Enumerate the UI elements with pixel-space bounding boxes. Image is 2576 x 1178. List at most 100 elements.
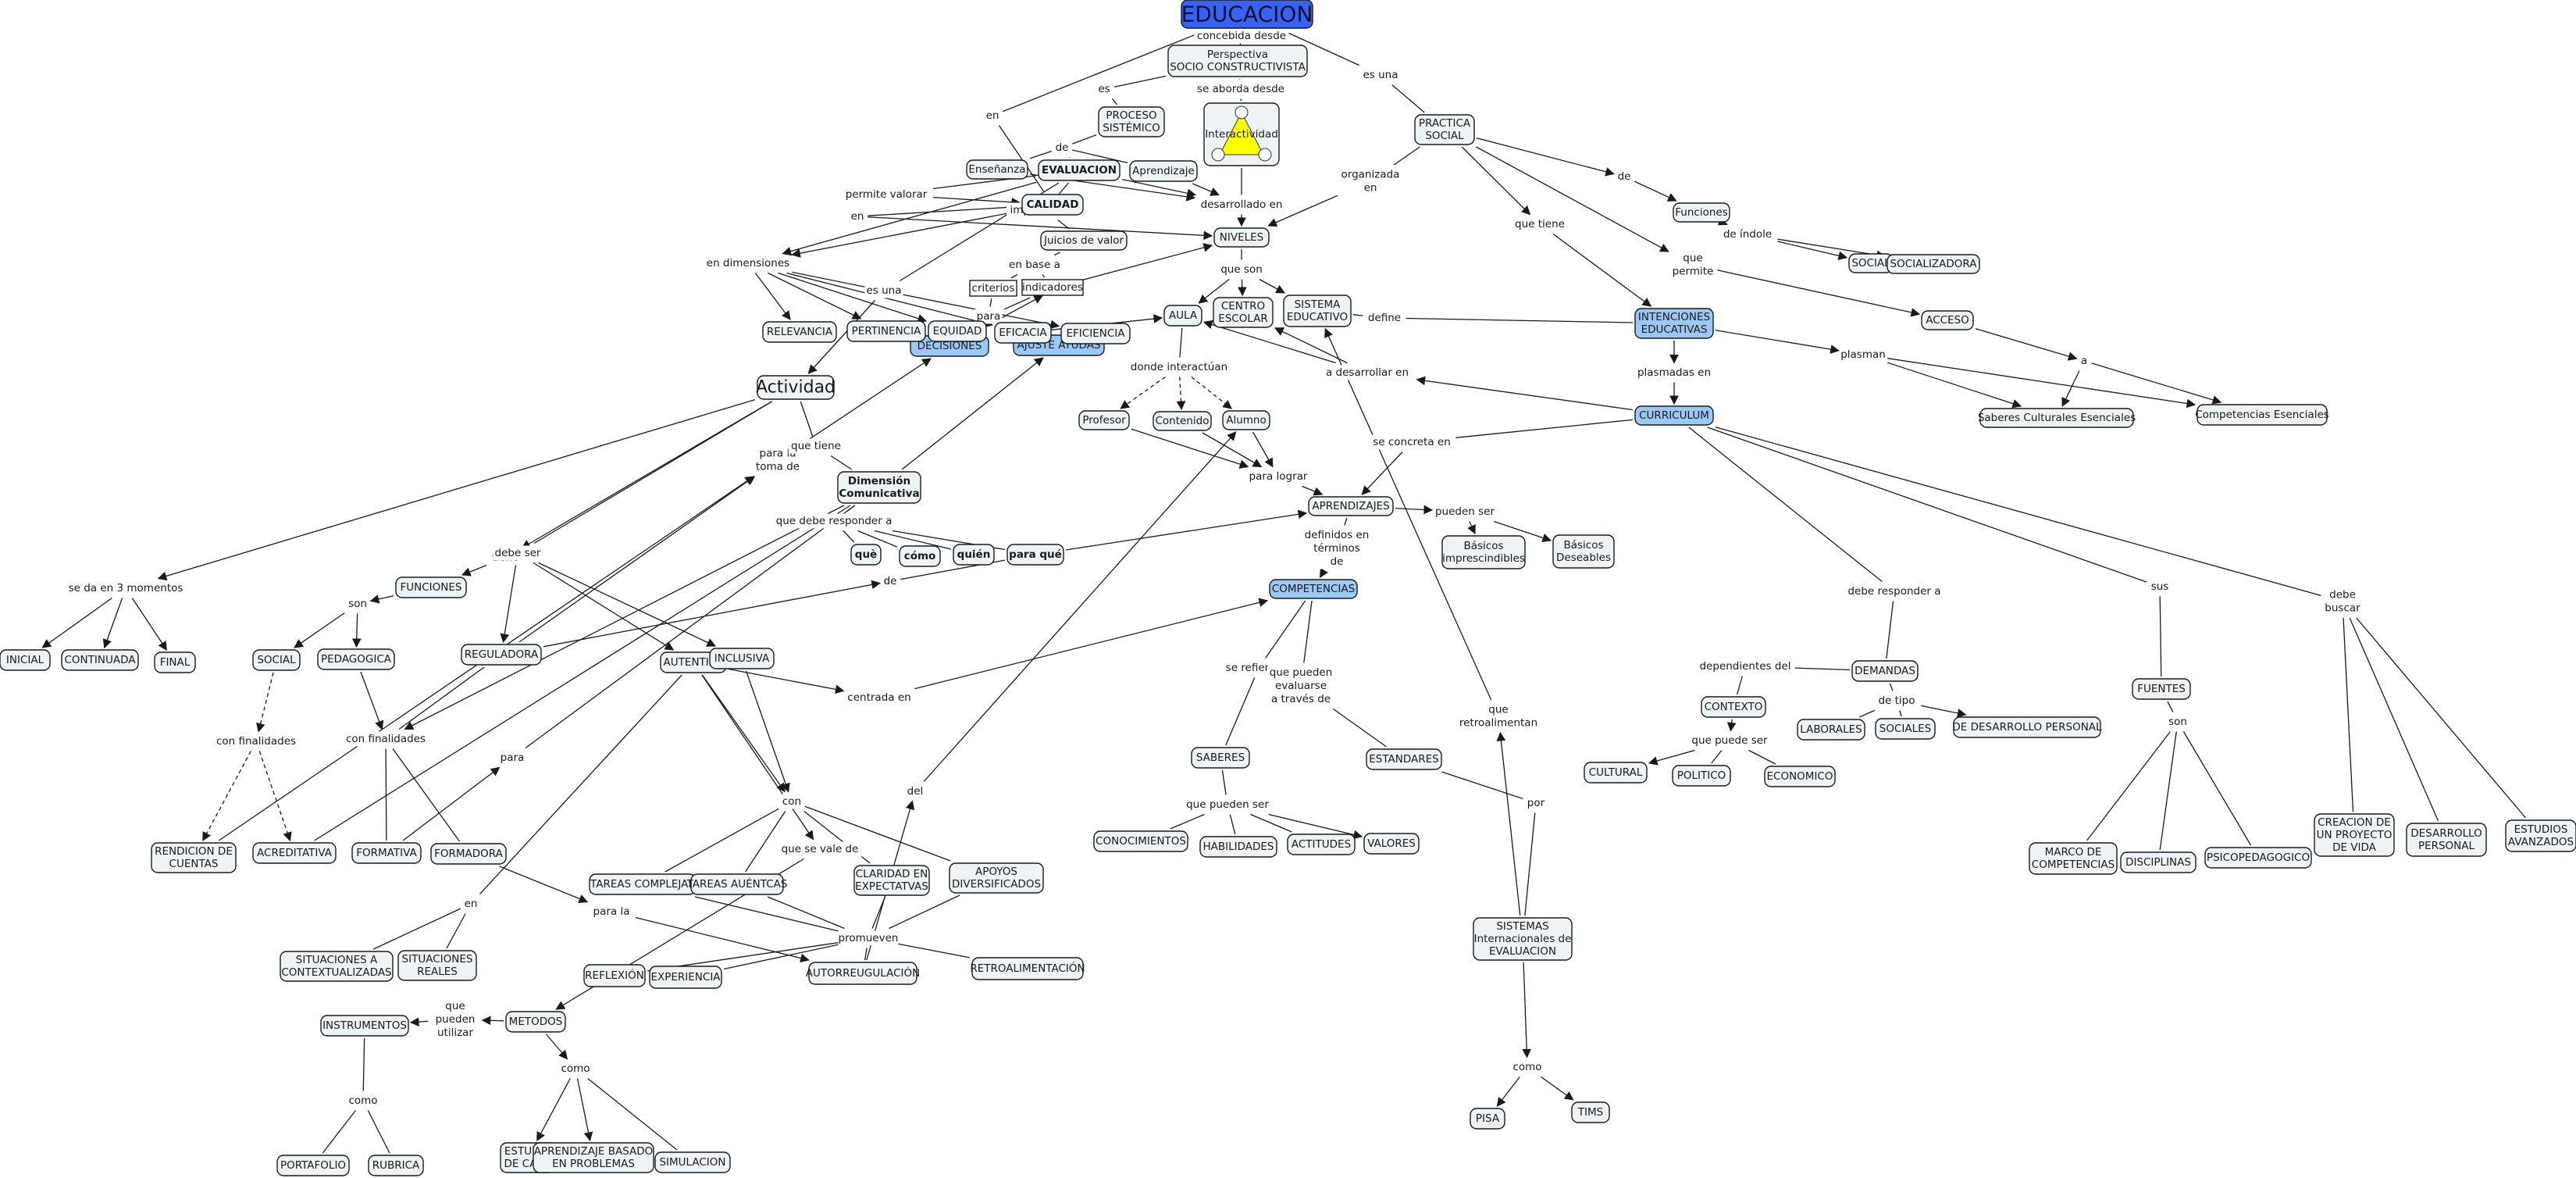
concept-demandas[interactable]: DEMANDAS	[1851, 660, 1919, 682]
concept-indicadores[interactable]: indicadores	[1021, 279, 1084, 296]
concept-pisa[interactable]: PISA	[1470, 1108, 1505, 1130]
concept-simulacion[interactable]: SIMULACION	[654, 1151, 731, 1173]
concept-sociales[interactable]: SOCIALES	[1875, 718, 1936, 740]
concept-aula[interactable]: AULA	[1163, 305, 1202, 327]
concept-politico[interactable]: POLITICO	[1672, 765, 1731, 787]
concept-label: Dimensión	[848, 475, 910, 487]
concept-funciones-ps[interactable]: Funciones	[1673, 202, 1730, 223]
concept-socializadora[interactable]: SOCIALIZADORA	[1887, 254, 1980, 274]
concept-formadora[interactable]: FORMADORA	[430, 843, 507, 865]
concept-profesor[interactable]: Profesor	[1078, 410, 1130, 430]
concept-ensenanza[interactable]: Enseñanza	[966, 159, 1028, 180]
concept-interactividad[interactable]: Interactividad	[1203, 102, 1280, 166]
concept-laborales[interactable]: LABORALES	[1797, 719, 1865, 741]
concept-retroalim[interactable]: RETROALIMENTACIÓN	[970, 957, 1085, 980]
concept-curriculum[interactable]: CURRICULUM	[1634, 405, 1714, 426]
concept-relevancia[interactable]: RELEVANCIA	[762, 321, 837, 343]
concept-eficacia[interactable]: EFICACIA	[994, 322, 1052, 344]
concept-alumno[interactable]: Alumno	[1222, 410, 1270, 430]
concept-niveles[interactable]: NIVELES	[1213, 227, 1270, 248]
concept-metodos[interactable]: METODOS	[505, 1011, 566, 1033]
concept-social-ps[interactable]: SOCIAL	[1848, 253, 1894, 273]
concept-formativa[interactable]: FORMATIVA	[351, 842, 422, 864]
concept-acceso[interactable]: ACCESO	[1921, 310, 1974, 330]
concept-contenido[interactable]: Contenido	[1153, 411, 1212, 431]
concept-economico[interactable]: ECONOMICO	[1764, 766, 1836, 787]
concept-funciones[interactable]: FUNCIONES	[395, 577, 467, 598]
concept-portafolio[interactable]: PORTAFOLIO	[276, 1155, 350, 1176]
linking-phrase-plasman: plasman	[1840, 347, 1886, 362]
concept-contexto[interactable]: CONTEXTO	[1701, 696, 1766, 718]
linking-phrase-son2: son	[2167, 714, 2189, 730]
concept-autorreg[interactable]: AUTORREUGULACIÓN	[806, 962, 920, 985]
concept-tareas-comp[interactable]: TAREAS COMPLEJAS	[589, 873, 697, 895]
concept-aprendizaje[interactable]: Aprendizaje	[1129, 160, 1198, 182]
concept-quien[interactable]: quién	[953, 544, 995, 566]
concept-desarrollo-pers[interactable]: DE DESARROLLO PERSONAL	[1952, 716, 2102, 738]
concept-eficiencia[interactable]: EFICIENCIA	[1060, 323, 1131, 344]
linking-phrase-define: define	[1365, 310, 1404, 326]
concept-saberes[interactable]: SABERES	[1191, 747, 1250, 769]
concept-tims[interactable]: TIMS	[1571, 1101, 1610, 1123]
concept-comp-esenciales[interactable]: Competencias Esenciales	[2195, 404, 2329, 426]
concept-acreditativa[interactable]: ACREDITATIVA	[252, 842, 337, 864]
concept-evaluacion[interactable]: EVALUACION	[1038, 159, 1121, 181]
concept-cultural[interactable]: CULTURAL	[1584, 762, 1648, 784]
concept-educacion[interactable]: EDUCACION	[1181, 0, 1313, 29]
concept-competencias[interactable]: COMPETENCIAS	[1269, 579, 1358, 599]
concept-pedagogica[interactable]: PEDAGOGICA	[317, 648, 395, 670]
concept-instrumentos[interactable]: INSTRUMENTOS	[320, 1015, 409, 1037]
concept-psicoped[interactable]: PSICOPEDAGOGICO	[2204, 847, 2312, 869]
concept-criterios[interactable]: criterios	[969, 280, 1017, 297]
concept-calidad[interactable]: CALIDAD	[1021, 194, 1084, 216]
concept-social[interactable]: SOCIAL	[252, 649, 301, 671]
concept-estandares[interactable]: ESTANDARES	[1366, 748, 1442, 770]
concept-equidad[interactable]: EQUIDAD	[928, 320, 987, 342]
concept-conocimientos[interactable]: CONOCIMIENTOS	[1093, 830, 1188, 852]
concept-rubrica[interactable]: RUBRICA	[368, 1155, 424, 1176]
concept-actividad[interactable]: Actividad	[756, 375, 836, 400]
concept-pertinencia[interactable]: PERTINENCIA	[846, 320, 926, 342]
concept-experiencia[interactable]: EXPERIENCIA	[649, 966, 722, 989]
concept-como[interactable]: cómo	[899, 545, 941, 567]
concept-label: Contenido	[1156, 415, 1210, 427]
concept-inicial[interactable]: INICIAL	[0, 649, 51, 671]
link-l-momentos-to-inicial	[41, 597, 112, 648]
concept-actitudes[interactable]: ACTITUDES	[1287, 834, 1356, 855]
concept-reguladora[interactable]: REGULADORA	[461, 644, 542, 666]
concept-fuentes[interactable]: FUENTES	[2132, 678, 2191, 700]
concept-saberes-cult[interactable]: Saberes Culturales Esenciales	[1978, 408, 2136, 428]
concept-que[interactable]: què	[850, 544, 882, 566]
concept-disciplinas[interactable]: DISCIPLINAS	[2120, 851, 2197, 873]
concept-juicios[interactable]: Juicios de valor	[1040, 230, 1128, 251]
concept-paraque[interactable]: para qué	[1007, 544, 1064, 566]
concept-inclusiva[interactable]: INCLUSIVA	[709, 648, 775, 669]
concept-reflexion[interactable]: REFLEXIÓN	[583, 964, 646, 987]
concept-valores[interactable]: VALORES	[1363, 833, 1420, 855]
concept-tareas-aut[interactable]: TAREAS AUÉNTCAS	[686, 873, 788, 895]
concept-final[interactable]: FINAL	[154, 651, 196, 673]
concept-habilidades[interactable]: HABILIDADES	[1199, 836, 1277, 858]
concept-aprendizajes[interactable]: APRENDIZAJES	[1308, 496, 1394, 516]
concept-continuada[interactable]: CONTINUADA	[61, 649, 139, 671]
